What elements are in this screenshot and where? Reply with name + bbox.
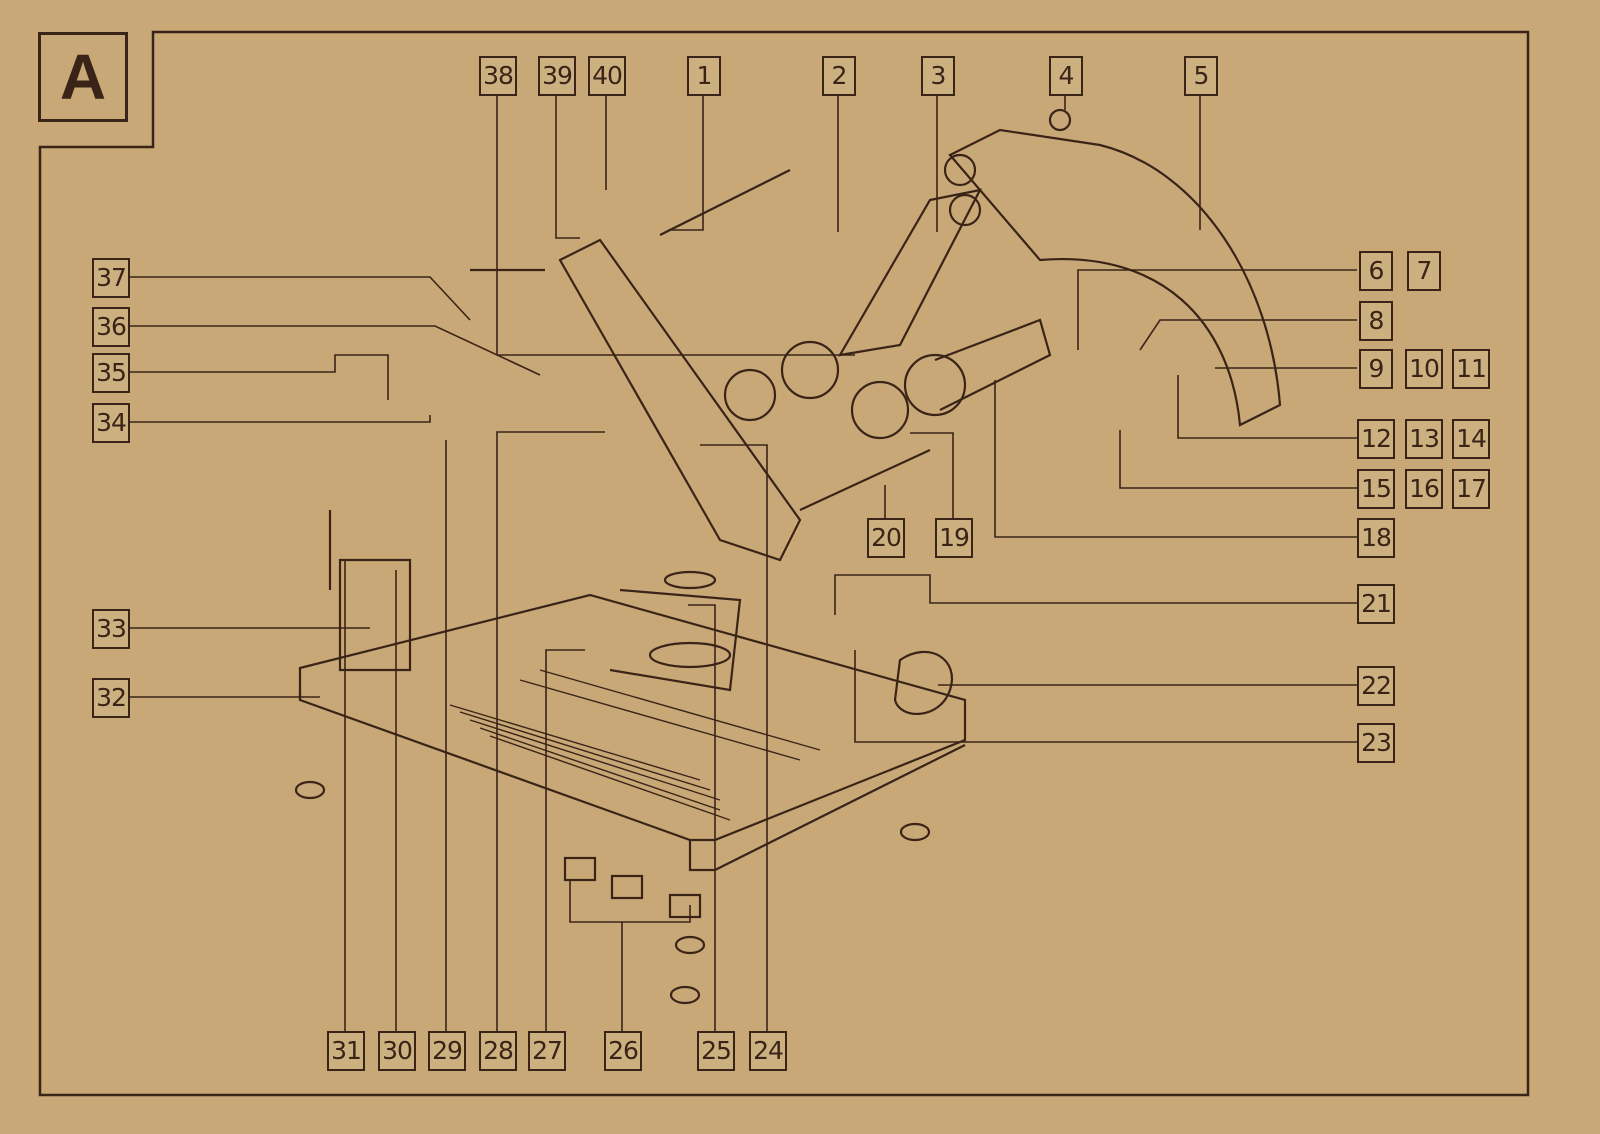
part-label-11: 11 xyxy=(1452,349,1490,389)
threaded-rod xyxy=(799,449,931,511)
part-label-6: 6 xyxy=(1359,251,1393,291)
part-label-17: 17 xyxy=(1452,469,1490,509)
part-label-22: 22 xyxy=(1357,666,1395,706)
pivot-arm xyxy=(558,238,802,562)
part-label-15: 15 xyxy=(1357,469,1395,509)
part-label-5: 5 xyxy=(1184,56,1218,96)
leader-lines xyxy=(128,93,1357,1032)
tube xyxy=(837,188,983,357)
part-label-36: 36 xyxy=(92,307,130,347)
part-label-1: 1 xyxy=(687,56,721,96)
part-label-10: 10 xyxy=(1405,349,1443,389)
base-plate xyxy=(298,593,967,842)
part-label-37: 37 xyxy=(92,258,130,298)
part-label-30: 30 xyxy=(378,1031,416,1071)
part-label-32: 32 xyxy=(92,678,130,718)
part-label-18: 18 xyxy=(1357,518,1395,558)
part-label-25: 25 xyxy=(697,1031,735,1071)
part-label-24: 24 xyxy=(749,1031,787,1071)
part-label-12: 12 xyxy=(1357,419,1395,459)
guard-arm xyxy=(948,128,1282,427)
part-label-28: 28 xyxy=(479,1031,517,1071)
part-label-39: 39 xyxy=(538,56,576,96)
part-label-34: 34 xyxy=(92,403,130,443)
part-label-35: 35 xyxy=(92,353,130,393)
part-label-40: 40 xyxy=(588,56,626,96)
part-label-13: 13 xyxy=(1405,419,1443,459)
part-label-7: 7 xyxy=(1407,251,1441,291)
part-label-19: 19 xyxy=(935,518,973,558)
part-label-2: 2 xyxy=(822,56,856,96)
part-label-9: 9 xyxy=(1359,349,1393,389)
parts-drawing xyxy=(294,108,1282,1005)
clamp-knob xyxy=(893,650,953,715)
part-label-16: 16 xyxy=(1405,469,1443,509)
part-label-21: 21 xyxy=(1357,584,1395,624)
part-label-26: 26 xyxy=(604,1031,642,1071)
part-label-4: 4 xyxy=(1049,56,1083,96)
part-label-38: 38 xyxy=(479,56,517,96)
part-label-23: 23 xyxy=(1357,723,1395,763)
part-label-31: 31 xyxy=(327,1031,365,1071)
part-label-27: 27 xyxy=(528,1031,566,1071)
part-label-33: 33 xyxy=(92,609,130,649)
part-label-3: 3 xyxy=(921,56,955,96)
part-label-8: 8 xyxy=(1359,301,1393,341)
part-label-20: 20 xyxy=(867,518,905,558)
figure-label: A xyxy=(38,32,128,122)
vise-block xyxy=(338,558,412,672)
diagram-border xyxy=(38,30,1530,1097)
part-label-29: 29 xyxy=(428,1031,466,1071)
part-label-14: 14 xyxy=(1452,419,1490,459)
